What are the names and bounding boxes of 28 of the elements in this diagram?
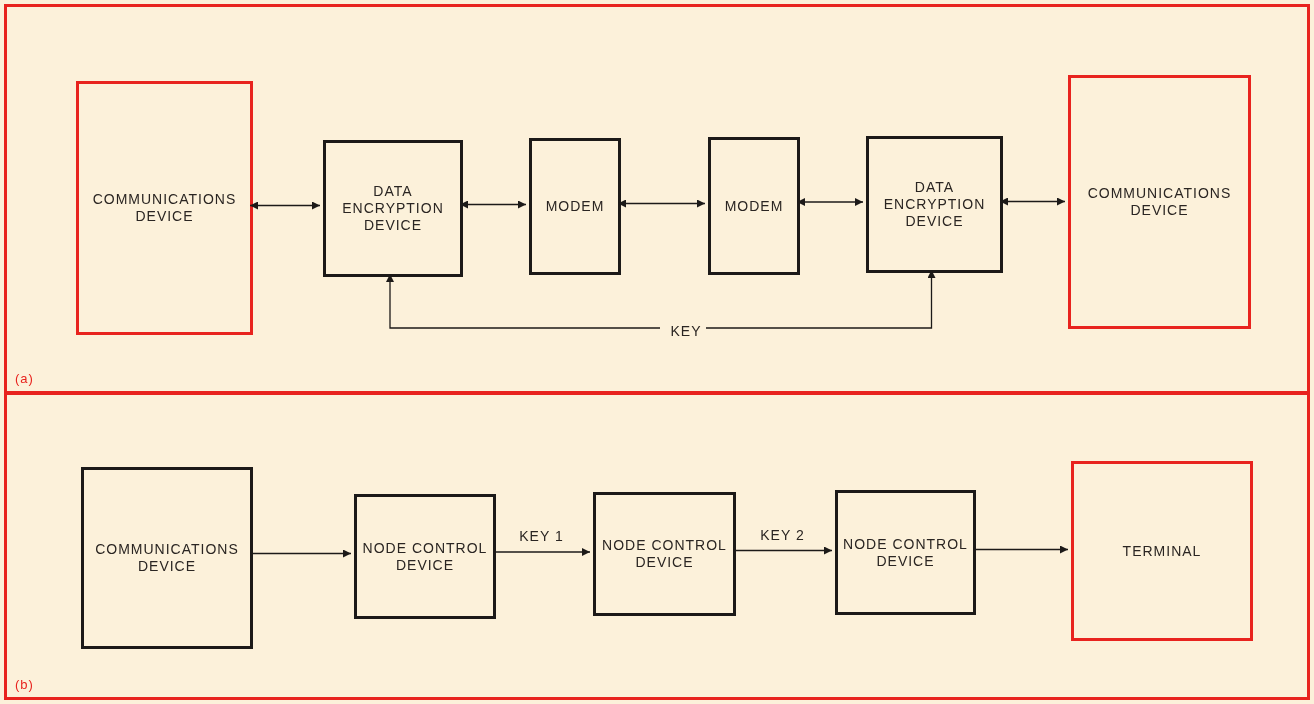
panel-label: (b)	[15, 676, 34, 693]
box-label: NODE CONTROL DEVICE	[601, 537, 728, 571]
device-box	[866, 136, 1003, 273]
device-box	[81, 467, 253, 649]
device-box	[354, 494, 496, 619]
panel-label: (a)	[15, 370, 34, 387]
panel	[4, 4, 1310, 394]
device-box	[835, 490, 976, 615]
box-label: COMMUNICATIONS DEVICE	[91, 191, 238, 225]
device-box	[1071, 461, 1253, 641]
device-box	[323, 140, 463, 277]
device-box	[529, 138, 621, 275]
box-label: NODE CONTROL DEVICE	[842, 535, 969, 570]
box-label: NODE CONTROL DEVICE	[361, 539, 489, 574]
line-label: KEY	[670, 322, 702, 340]
box-label: MODEM	[724, 197, 784, 215]
device-box	[593, 492, 736, 616]
device-box	[1068, 75, 1251, 329]
box-label: DATA ENCRYPTION DEVICE	[882, 179, 987, 230]
box-label: COMMUNICATIONS DEVICE	[94, 541, 240, 575]
box-label: TERMINAL	[1122, 542, 1202, 560]
box-label: COMMUNICATIONS DEVICE	[1086, 185, 1233, 219]
arrow	[249, 201, 321, 210]
box-label: MODEM	[545, 198, 605, 215]
panel	[4, 392, 1310, 700]
device-box	[76, 81, 253, 335]
device-box	[708, 137, 800, 275]
box-label: DATA ENCRYPTION DEVICE	[341, 183, 445, 234]
